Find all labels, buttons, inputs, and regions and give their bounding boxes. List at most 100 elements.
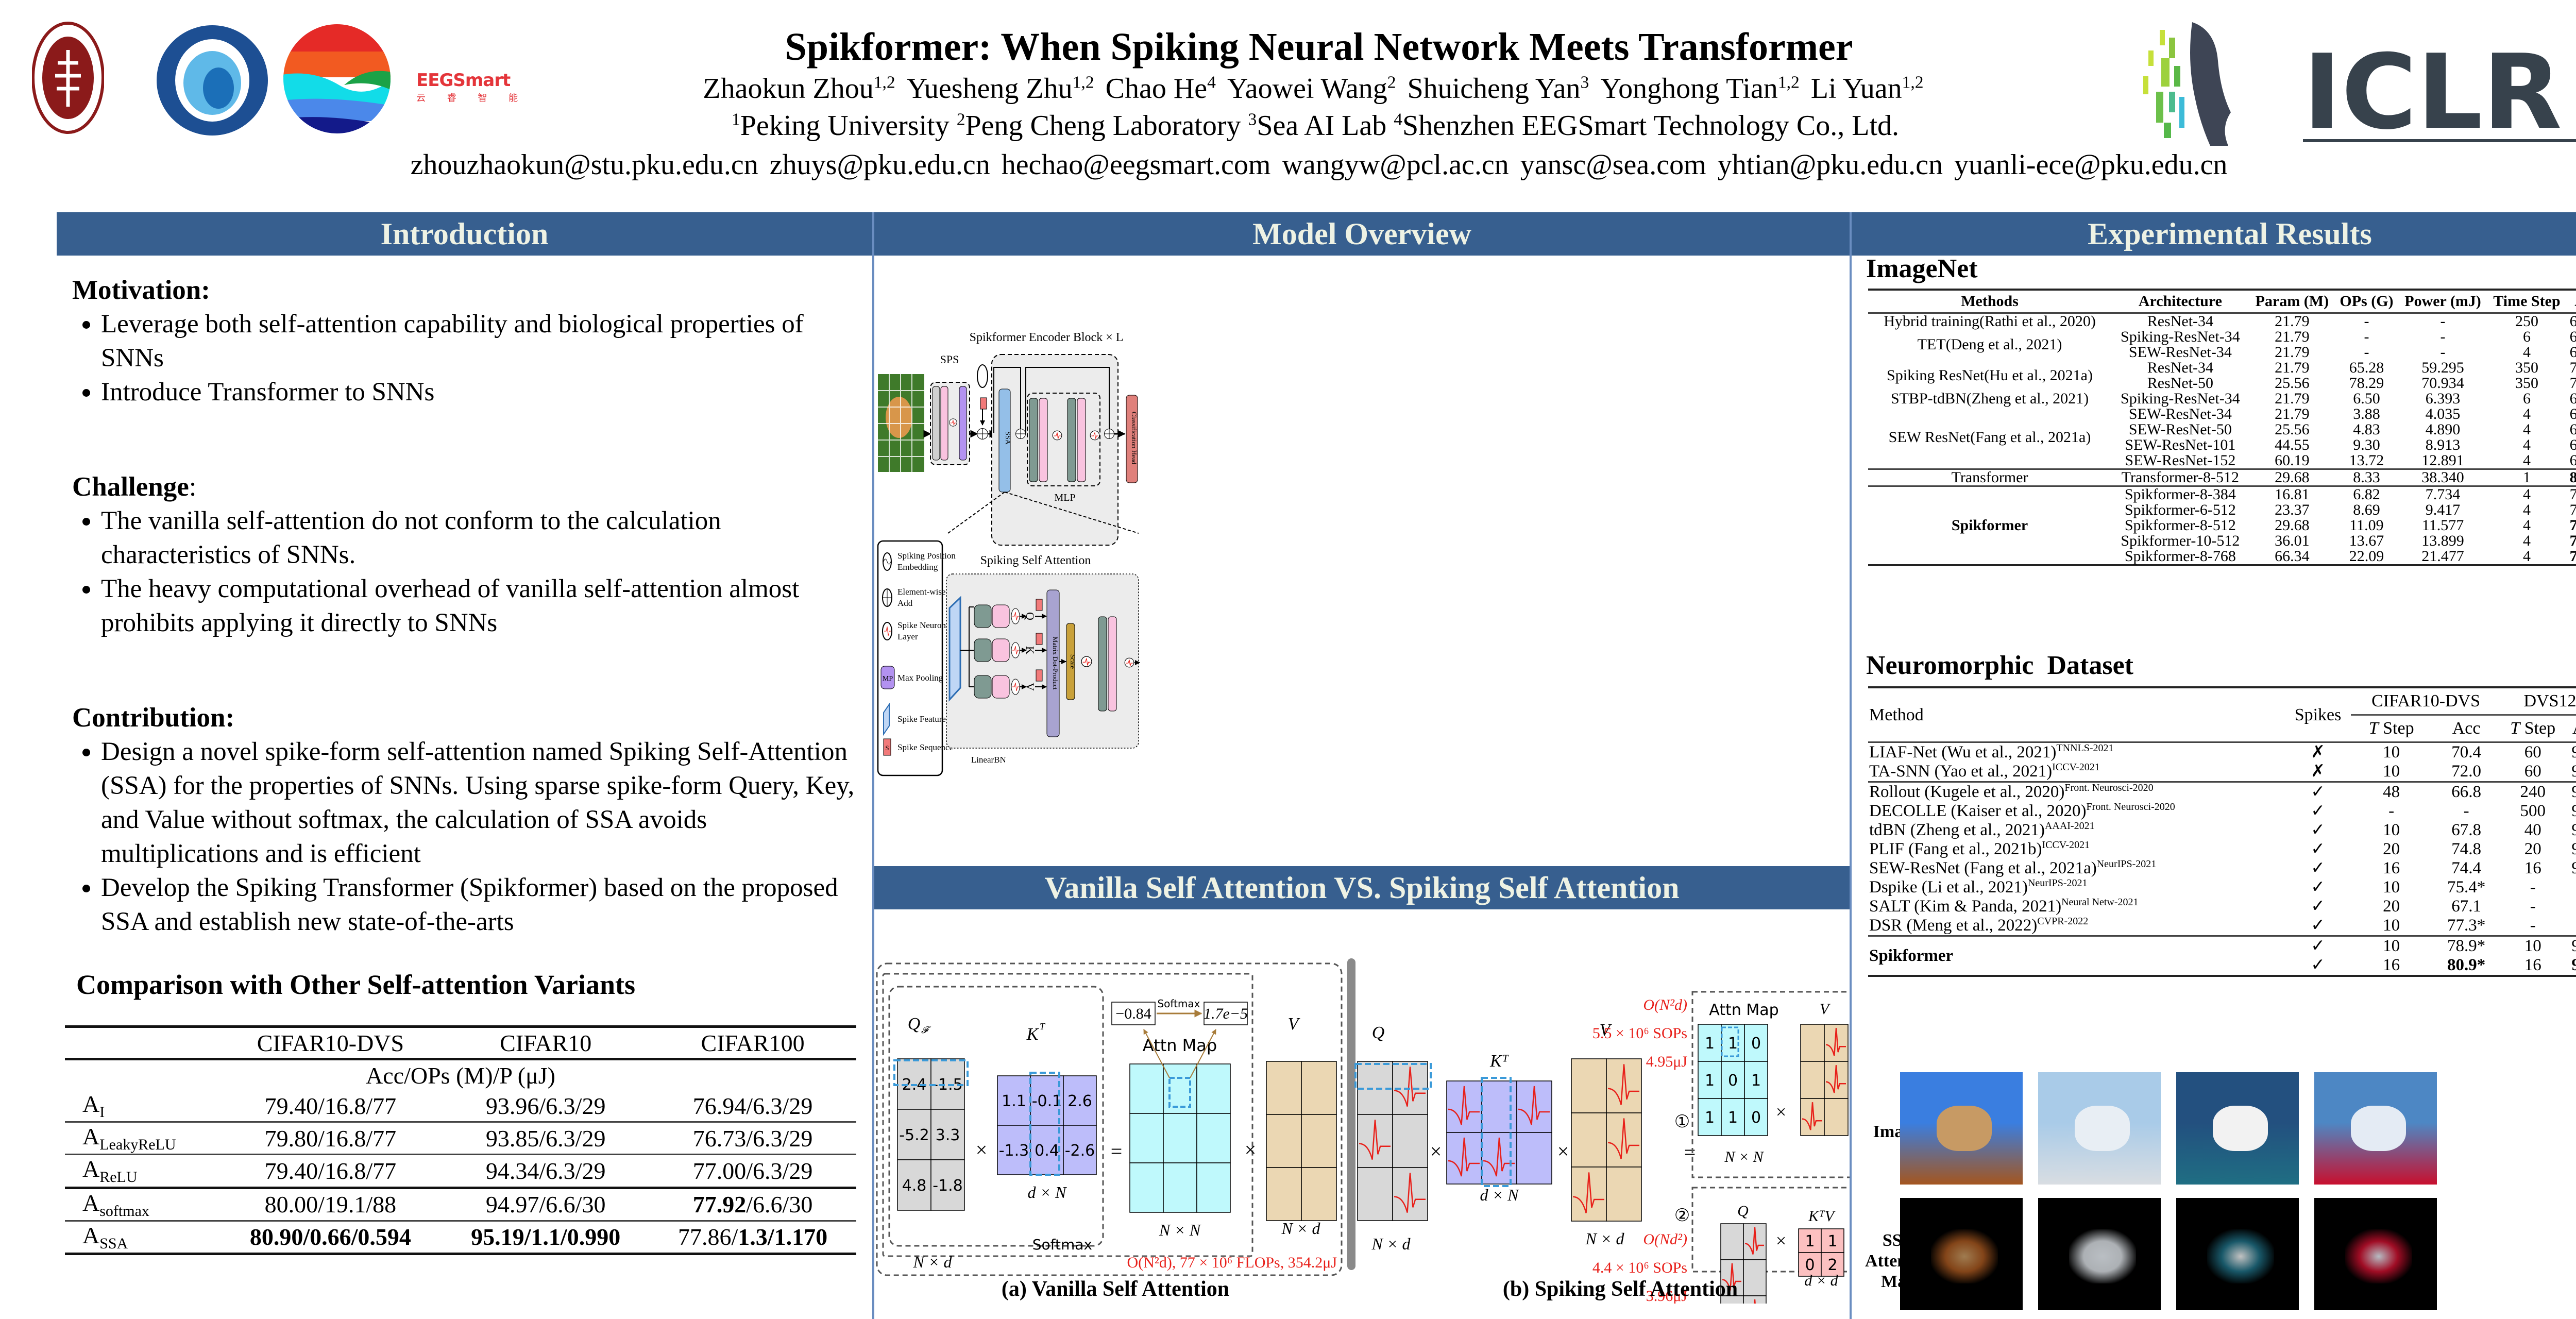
email-link[interactable]: zhouzhaokun@stu.pku.edu.cn — [410, 149, 758, 181]
neuro-cell: 60 — [2524, 762, 2541, 781]
column-divider — [1850, 212, 1852, 1319]
matrix-cell — [1800, 1061, 1825, 1099]
neuro-cell: 95.5 — [2571, 802, 2576, 820]
imagenet-cell: 64.79 — [2569, 328, 2576, 345]
method-venue: NeurIPS-2021 — [2027, 877, 2088, 889]
matrix-cell — [1129, 1162, 1164, 1213]
variant-label: Asoftmax — [65, 1188, 219, 1221]
variant-subscript: I — [99, 1104, 105, 1121]
imagenet-cell: Spikformer-8-512 — [2124, 517, 2236, 534]
imagenet-cell: 63.72 — [2569, 390, 2576, 407]
matrix-value: 1 — [1751, 1072, 1761, 1090]
col-acc-1: Acc — [2452, 719, 2481, 738]
neuro-cell: 74.8 — [2451, 840, 2481, 858]
imagenet-cell: 44.55 — [2275, 436, 2310, 453]
neuro-cell: - — [2463, 802, 2469, 820]
author: Yonghong Tian1,2 — [1600, 73, 1799, 105]
comparison-col-header — [65, 1027, 219, 1059]
attention-highlight — [1930, 1229, 1998, 1283]
legend-label-cont: Add — [897, 598, 913, 608]
method-name: TA-SNN (Yao et al., 2021) — [1869, 762, 2053, 781]
multiply-sign: × — [1430, 1140, 1442, 1163]
imagenet-cell: Spikformer-8-768 — [2124, 548, 2236, 565]
imagenet-cell: 73.68 — [2569, 532, 2576, 549]
email-link[interactable]: hechao@eegsmart.com — [1001, 149, 1271, 181]
email-link[interactable]: wangyw@pcl.ac.cn — [1282, 149, 1509, 181]
imagenet-cell: 25.56 — [2275, 375, 2310, 392]
imagenet-cell: SEW-ResNet-34 — [2128, 344, 2232, 361]
comparison-col-header: CIFAR10 — [500, 1029, 592, 1056]
matrix-value: 1 — [1827, 1232, 1837, 1250]
v-matrix — [1266, 1061, 1337, 1221]
author: Shuicheng Yan3 — [1408, 73, 1589, 105]
imagenet-cell: 6 — [2522, 328, 2531, 345]
email-link[interactable]: yuanli-ece@pku.edu.cn — [1954, 149, 2228, 181]
path1-v-label: V — [1820, 1001, 1831, 1018]
logo-peking-university — [31, 22, 105, 134]
comparison-cell: 79.40/16.8/77 — [264, 1157, 397, 1184]
matrix-dot-product-block — [1046, 589, 1060, 737]
bold-value: 77.92 — [692, 1191, 747, 1218]
attention-highlight — [2345, 1229, 2413, 1283]
matrix-cell — [1720, 1295, 1744, 1304]
matrix-value: 1 — [1728, 1109, 1738, 1127]
method-venue: Neural Netw-2021 — [2061, 897, 2139, 908]
imagenet-cell: 36.01 — [2275, 532, 2310, 549]
imagenet-cell: Spikformer-10-512 — [2121, 532, 2240, 549]
affiliation-name: Shenzhen EEGSmart Technology Co., Ltd. — [1402, 110, 1900, 142]
comparison-title: Comparison with Other Self-attention Var… — [76, 969, 636, 1000]
imagenet-cell: 21.79 — [2275, 344, 2310, 361]
variant-symbol: A — [82, 1156, 100, 1182]
qkv-branch-v: V — [974, 669, 1047, 699]
matrix-cell — [1266, 1114, 1302, 1168]
neuro-spikes: ✓ — [2311, 859, 2325, 877]
neuro-row: SEW-ResNet (Fang et al., 2021a)NeurIPS-2… — [1868, 859, 2576, 878]
sample-image-skier — [2314, 1072, 2437, 1185]
neuro-cell: 78.9* — [2447, 937, 2486, 955]
neuro-cell: 97.6 — [2571, 840, 2576, 858]
email-link[interactable]: yhtian@pku.edu.cn — [1717, 149, 1943, 181]
neuro-cell: 16 — [2383, 956, 2400, 974]
image-subject — [2213, 1106, 2268, 1151]
email-link[interactable]: yansc@sea.com — [1520, 149, 1706, 181]
spiking-v-dims: N × d — [1585, 1229, 1625, 1248]
method-name: tdBN (Zheng et al., 2021) — [1869, 821, 2045, 839]
spike-glyph — [1394, 1173, 1426, 1213]
imagenet-cell: 72.75 — [2569, 375, 2576, 392]
qkv-rows: QKV — [974, 599, 1047, 699]
matrix-cell — [1824, 1098, 1849, 1136]
matrix-cell — [1821, 1252, 1844, 1277]
imagenet-cell: 60.19 — [2275, 452, 2310, 469]
spike-glyph — [1572, 1172, 1604, 1213]
encoder-block — [991, 354, 1118, 546]
imagenet-cell: 4.035 — [2425, 405, 2461, 422]
linear-block — [974, 675, 992, 699]
column-divider — [872, 212, 874, 1319]
imagenet-row: Hybrid training(Rathi et al., 2020)ResNe… — [1868, 313, 2576, 330]
matrix-value: 4.8 — [902, 1177, 927, 1195]
email-link[interactable]: zhuys@pku.edu.cn — [769, 149, 990, 181]
variant-subscript: LeakyReLU — [99, 1136, 176, 1154]
imagenet-cell: 21.79 — [2275, 328, 2310, 345]
ssa-attention-map-cruise-ship — [2176, 1198, 2299, 1310]
neuro-spikes: ✓ — [2311, 821, 2325, 839]
neuro-cell: 67.1 — [2451, 897, 2481, 916]
softmax-input-box — [1111, 1002, 1156, 1025]
method-name: SEW-ResNet (Fang et al., 2021a) — [1869, 859, 2097, 877]
affiliation-name: Sea AI Lab — [1257, 110, 1387, 142]
author-affiliation: 3 — [1580, 73, 1589, 92]
imagenet-cell: 4.890 — [2425, 421, 2461, 438]
path2-cost: 3.96μJ — [1646, 1288, 1688, 1304]
variant-symbol: A — [82, 1222, 100, 1248]
contribution-list: Design a novel spike-form self-attention… — [72, 735, 871, 939]
imagenet-cell: 6.82 — [2353, 486, 2380, 503]
matrix-cell — [1266, 1167, 1302, 1221]
imagenet-cell: Transformer-8-512 — [2121, 469, 2240, 486]
q-subscript: 𝓕 — [921, 1025, 931, 1035]
